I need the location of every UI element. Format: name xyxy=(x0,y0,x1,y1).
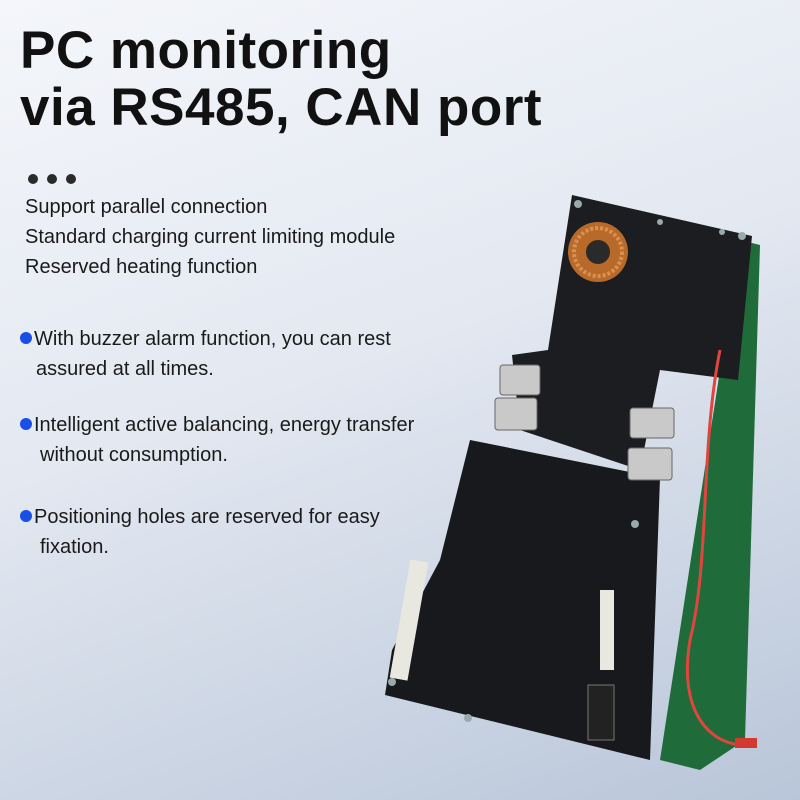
connector-strip-right xyxy=(600,590,614,670)
feature-item: Standard charging current limiting modul… xyxy=(25,226,396,248)
ellipsis-icon xyxy=(28,174,76,184)
screw-holes xyxy=(388,200,746,722)
bullet-icon xyxy=(20,510,32,522)
headline: PC monitoring via RS485, CAN port xyxy=(20,22,542,136)
bullet-text: assured at all times. xyxy=(36,358,214,380)
bullet-icon xyxy=(20,418,32,430)
red-wire xyxy=(685,349,741,747)
feature-list: Support parallel connection Standard cha… xyxy=(25,192,395,282)
headline-line-2: via RS485, CAN port xyxy=(20,78,542,137)
bullet-icon xyxy=(20,332,32,344)
headline-line-1: PC monitoring xyxy=(20,21,392,80)
bullet-item: Intelligent active balancing, energy tra… xyxy=(20,410,414,470)
bullet-text: Positioning holes are reserved for easy xyxy=(34,506,380,528)
board-lower xyxy=(385,440,660,760)
terminal-bolts xyxy=(494,364,675,481)
toroid-coil-icon xyxy=(568,222,628,282)
bullet-text: fixation. xyxy=(40,536,109,558)
bullet-text: Intelligent active balancing, energy tra… xyxy=(34,414,415,436)
wire-plug xyxy=(735,738,757,748)
bullet-item: Positioning holes are reserved for easy … xyxy=(20,502,380,562)
feature-item: Support parallel connection xyxy=(25,196,268,218)
feature-item: Reserved heating function xyxy=(25,256,258,278)
rs485-port xyxy=(587,684,615,741)
bullet-text: without consumption. xyxy=(40,444,228,466)
bullet-item: With buzzer alarm function, you can rest… xyxy=(20,324,391,384)
bullet-text: With buzzer alarm function, you can rest xyxy=(34,328,391,350)
connector-strip xyxy=(389,559,429,681)
